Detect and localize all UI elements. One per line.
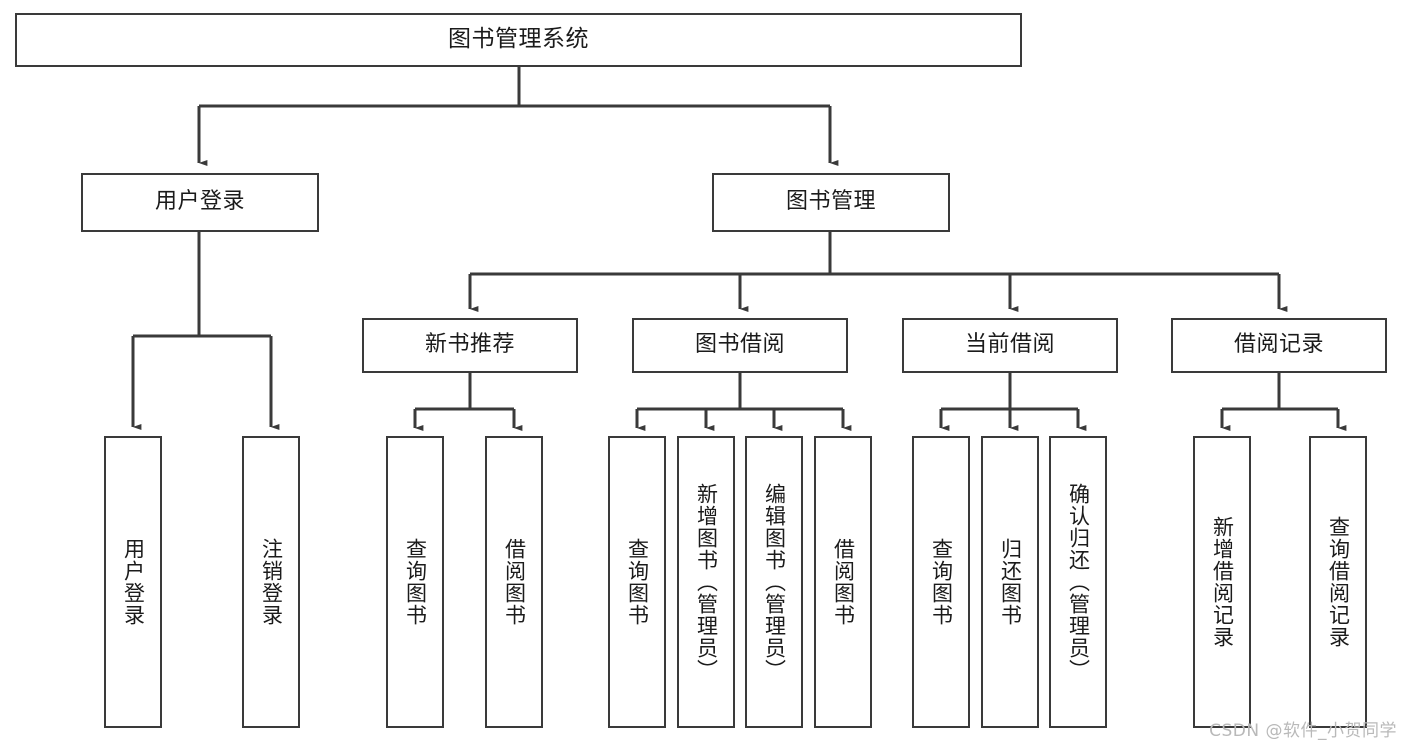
node-label: 查询图书 [929, 538, 954, 626]
node-label: 查询借阅记录 [1326, 516, 1351, 648]
node-leaf-add-book[interactable]: 新增图书（管理员） [677, 436, 735, 728]
node-label: 确认归还（管理员） [1066, 483, 1091, 681]
node-leaf-query-book-1[interactable]: 查询图书 [386, 436, 444, 728]
node-user-login[interactable]: 用户登录 [81, 173, 319, 232]
node-label: 借阅图书 [831, 538, 856, 626]
node-label: 查询图书 [403, 538, 428, 626]
node-borrow-record[interactable]: 借阅记录 [1171, 318, 1387, 373]
node-leaf-confirm-return[interactable]: 确认归还（管理员） [1049, 436, 1107, 728]
node-label: 借阅图书 [502, 538, 527, 626]
node-leaf-user-login[interactable]: 用户登录 [104, 436, 162, 728]
node-leaf-user-logout[interactable]: 注销登录 [242, 436, 300, 728]
node-book-borrow[interactable]: 图书借阅 [632, 318, 848, 373]
node-leaf-add-record[interactable]: 新增借阅记录 [1193, 436, 1251, 728]
node-label: 新增图书（管理员） [694, 483, 719, 681]
node-label: 编辑图书（管理员） [762, 483, 787, 681]
node-leaf-borrow-book-1[interactable]: 借阅图书 [485, 436, 543, 728]
node-leaf-return-book[interactable]: 归还图书 [981, 436, 1039, 728]
node-leaf-edit-book[interactable]: 编辑图书（管理员） [745, 436, 803, 728]
node-leaf-query-record[interactable]: 查询借阅记录 [1309, 436, 1367, 728]
node-leaf-borrow-book-2[interactable]: 借阅图书 [814, 436, 872, 728]
csdn-watermark: CSDN @软件_小贺同学 [1209, 721, 1397, 741]
node-new-book-recommend[interactable]: 新书推荐 [362, 318, 578, 373]
node-label: 新增借阅记录 [1210, 516, 1235, 648]
node-leaf-query-book-2[interactable]: 查询图书 [608, 436, 666, 728]
node-label: 用户登录 [121, 538, 146, 626]
node-root[interactable]: 图书管理系统 [15, 13, 1022, 67]
node-label: 注销登录 [259, 538, 284, 626]
node-label: 查询图书 [625, 538, 650, 626]
node-label: 归还图书 [998, 538, 1023, 626]
node-book-manage[interactable]: 图书管理 [712, 173, 950, 232]
node-current-borrow[interactable]: 当前借阅 [902, 318, 1118, 373]
node-leaf-query-book-3[interactable]: 查询图书 [912, 436, 970, 728]
